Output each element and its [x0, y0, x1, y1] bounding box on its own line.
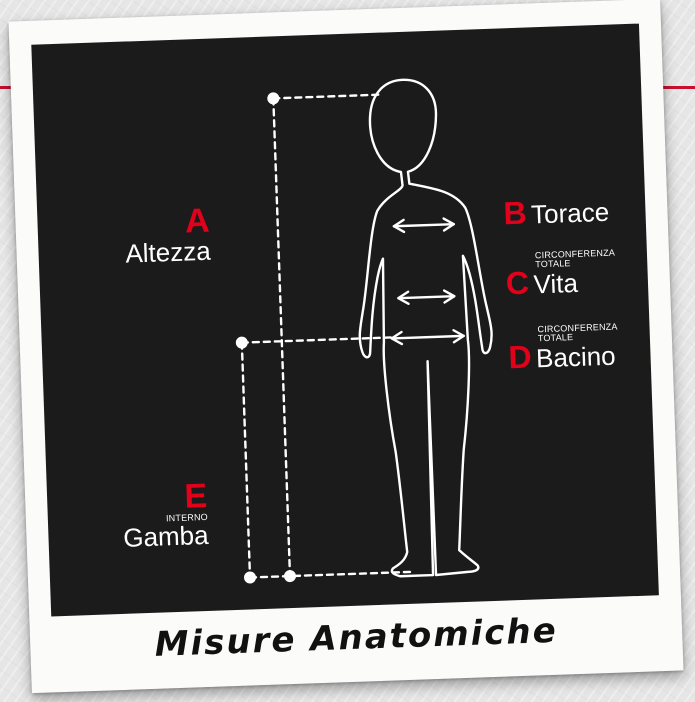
inseam-top-guide	[240, 336, 393, 344]
label-c: CIRCONFERENZA TOTALE C Vita	[505, 247, 617, 302]
height-vertical-guide	[272, 97, 292, 578]
floor-guide	[248, 570, 412, 579]
label-d: CIRCONFERENZA TOTALE D Bacino	[507, 322, 619, 376]
polaroid-frame: A Altezza B Torace CIRCONFERENZA TOTALE …	[8, 0, 684, 694]
body-measurement-diagram	[235, 78, 493, 584]
caption: Misure Anatomiche	[154, 610, 559, 665]
height-top-guide	[272, 93, 380, 100]
label-b-name: Torace	[530, 196, 610, 230]
label-c-name: Vita	[533, 267, 579, 300]
height-top-dot	[267, 92, 280, 105]
inseam-bottom-dot	[244, 571, 257, 584]
height-bottom-dot	[283, 570, 296, 583]
inseam-top-dot	[235, 336, 248, 349]
label-c-letter: C	[505, 264, 530, 302]
chest-arrow	[392, 222, 456, 228]
label-c-note: CIRCONFERENZA TOTALE	[534, 247, 616, 270]
label-d-name: Bacino	[535, 340, 617, 374]
label-d-letter: D	[507, 338, 533, 376]
label-a: A Altezza	[99, 202, 212, 269]
label-a-name: Altezza	[124, 235, 212, 269]
inseam-vertical-guide	[240, 341, 252, 579]
waist-arrow	[397, 294, 456, 300]
measurement-diagram-panel: A Altezza B Torace CIRCONFERENZA TOTALE …	[31, 23, 659, 617]
label-e-name: Gamba	[122, 519, 210, 553]
body-silhouette	[358, 78, 493, 578]
label-b-letter: B	[502, 194, 528, 232]
right-red-stripe	[660, 86, 695, 89]
label-b: B Torace	[502, 194, 610, 232]
hips-arrow	[390, 334, 465, 340]
label-e-letter: E	[183, 476, 208, 516]
label-e: E INTERNO Gamba	[87, 476, 210, 553]
